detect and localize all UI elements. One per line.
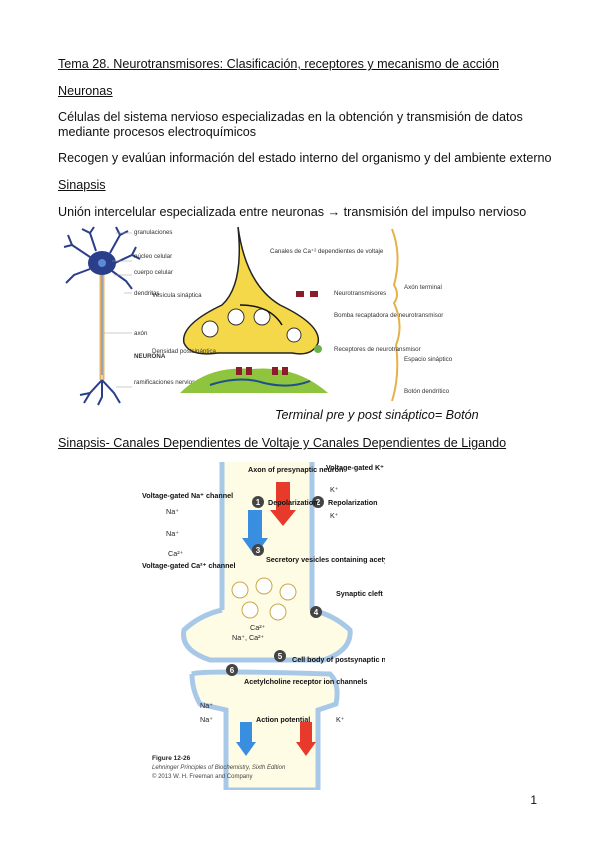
ion-k: K⁺ — [330, 511, 339, 520]
section-heading-canales: Sinapsis- Canales Dependientes de Voltaj… — [58, 436, 507, 450]
ion-na: Na⁺ — [200, 701, 213, 710]
step-2: 2 — [316, 498, 321, 507]
step-1: 1 — [256, 498, 261, 507]
figure-book: Lehninger Principles of Biochemistry, Si… — [152, 765, 286, 771]
label-cleft: Synaptic cleft — [336, 589, 383, 598]
label-vg-na: Voltage-gated Na⁺ channel — [142, 491, 233, 500]
label-dendritas: dendritas — [134, 290, 159, 297]
label-neurotransmisores: Neurotransmisores — [334, 290, 386, 297]
postsynaptic-button — [180, 367, 328, 393]
label-action-potential: Action potential — [256, 715, 310, 724]
label-axon: Axon of presynaptic neuron — [248, 465, 343, 474]
label-nucleo: núcleo celular — [134, 253, 172, 260]
step-6: 6 — [230, 666, 235, 675]
label-vesicula: Vesícula sináptica — [152, 292, 202, 299]
label-densidad: Densidad postsináptica — [152, 348, 217, 355]
figure-copyright: © 2013 W. H. Freeman and Company — [152, 773, 252, 780]
paragraph-line: Células del sistema nervioso especializa… — [58, 110, 523, 124]
label-vg-k: Voltage-gated K⁺ channel — [326, 463, 385, 472]
section-heading-neuronas: Neuronas — [58, 84, 113, 98]
label-vg-ca: Voltage-gated Ca²⁺ channel — [142, 561, 236, 570]
label-granulaciones: granulaciones — [134, 229, 173, 236]
label-espacio-sinaptico: Espacio sináptico — [404, 356, 453, 363]
figure-synapse-channels: 1 2 3 4 5 6 Axon of presynaptic neuron V… — [142, 462, 385, 790]
label-ach-receptor: Acetylcholine receptor ion channels — [244, 677, 367, 686]
label-depolarization: Depolarization — [268, 498, 318, 507]
ion-na: Na⁺ — [200, 715, 213, 724]
figure-number: Figure 12-26 — [152, 755, 191, 762]
paragraph: Unión intercelular especializada entre n… — [58, 205, 527, 219]
label-cell-body: Cell body of postsynaptic neuron — [292, 655, 385, 664]
ion-ca: Ca²⁺ — [168, 549, 184, 558]
page-number: 1 — [530, 793, 537, 807]
section-heading-sinapsis: Sinapsis — [58, 178, 106, 192]
label-cuerpo: cuerpo celular — [134, 269, 173, 276]
postsynaptic-neuron — [189, 669, 340, 790]
step-4: 4 — [314, 608, 319, 617]
label-neurona: NEURONA — [134, 353, 166, 360]
figure-caption: Terminal pre y post sináptico= Botón — [275, 408, 479, 422]
presynaptic-terminal — [182, 226, 322, 355]
step-3: 3 — [256, 546, 261, 555]
label-ramificaciones: ramificaciones nerviosas — [134, 379, 202, 386]
label-axon: axón — [134, 330, 148, 337]
ion-k: K⁺ — [330, 485, 339, 494]
figure-neuron-synapse: granulaciones núcleo celular cuerpo celu… — [63, 226, 453, 406]
label-secretory: Secretory vesicles containing acetylchol… — [266, 555, 385, 564]
label-boton-dendritico: Botón dendrítico — [404, 388, 450, 395]
ion-ca: Ca²⁺ — [250, 623, 266, 632]
ion-k: K⁺ — [336, 715, 345, 724]
label-bomba: Bomba recaptadora de neurotransmisor — [334, 312, 443, 319]
ion-na: Na⁺ — [166, 529, 179, 538]
neuron-illustration — [63, 226, 141, 406]
ion-na-ca: Na⁺, Ca²⁺ — [232, 633, 265, 642]
label-receptores: Receptores de neurotransmisor — [334, 346, 421, 353]
vesicles — [231, 577, 297, 621]
page-title: Tema 28. Neurotransmisores: Clasificació… — [58, 57, 499, 71]
ion-na: Na⁺ — [166, 507, 179, 516]
label-axon-terminal: Axón terminal — [404, 284, 442, 291]
step-5: 5 — [278, 652, 283, 661]
paragraph-line: mediante procesos electroquímicos — [58, 125, 257, 139]
label-repolarization: Repolarization — [328, 498, 378, 507]
paragraph: Recogen y evalúan información del estado… — [58, 151, 552, 165]
label-ca-channels: Canales de Ca⁺² dependientes de voltaje — [270, 248, 384, 255]
step-markers — [226, 496, 324, 676]
